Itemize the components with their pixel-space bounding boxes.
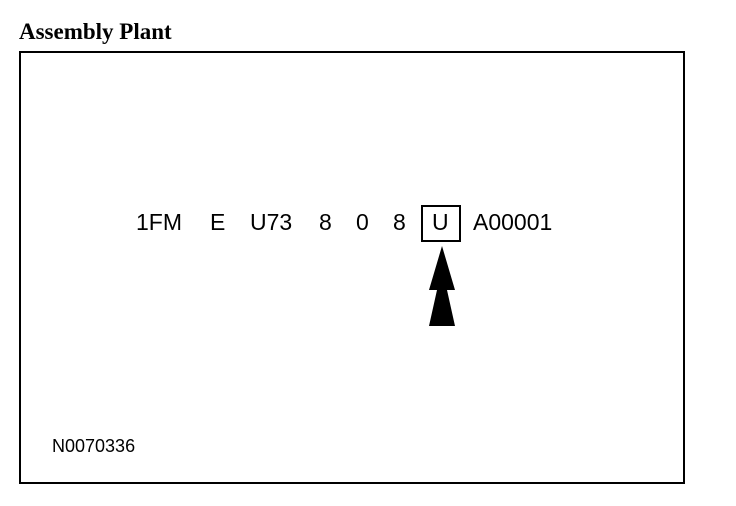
up-arrow-icon [429,246,455,326]
diagram-frame [19,51,685,484]
vin-segment-wmi: 1FM [136,209,182,235]
vin-segment-check-digit: 0 [356,209,369,235]
vin-segment-engine: 8 [319,209,332,235]
vin-segment-model-year: 8 [393,209,406,235]
vin-segment-assembly-plant: U [432,209,449,235]
figure-id: N0070336 [52,436,136,456]
page-title: Assembly Plant [19,19,172,44]
vin-segment-serial-number: A00001 [473,209,553,235]
vin-segment-restraint: E [210,209,226,235]
assembly-plant-highlight-box [421,205,461,242]
vin-segment-model: U73 [250,209,293,235]
